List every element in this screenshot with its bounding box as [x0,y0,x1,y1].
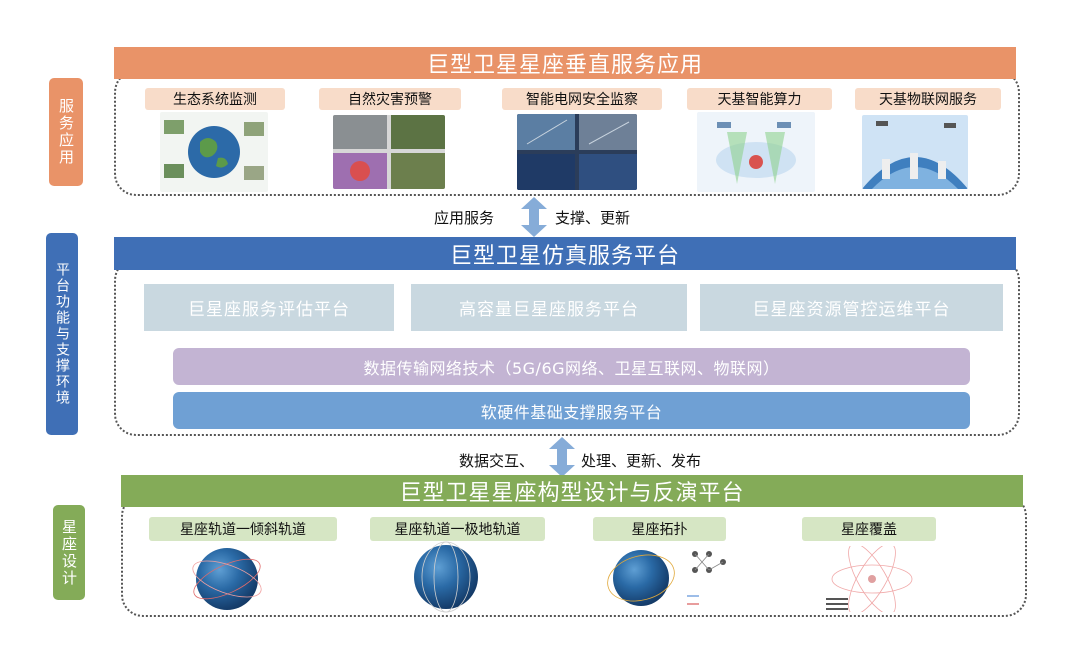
service-band: 巨型卫星星座垂直服务应用 [114,47,1016,79]
side-tag-service: 服务应用 [49,78,83,186]
design-band-title: 巨型卫星星座构型设计与反演平台 [399,481,745,506]
platform-high-capacity: 高容量巨星座服务平台 [411,284,687,331]
topology-globe [613,550,669,606]
app-chip-label: 天基物联网服务 [879,92,977,108]
app-chip-ecosystem: 生态系统监测 [145,88,285,110]
app-chip-iot: 天基物联网服务 [855,88,1001,110]
app-chip-label: 自然灾害预警 [348,92,432,108]
connector-bottom-left-label: 数据交互、 [459,452,535,470]
design-chip-inclined: 星座轨道一倾斜轨道 [149,517,337,541]
computing-image [697,112,815,192]
coverage-diagram [826,546,913,612]
app-chip-label: 天基智能算力 [717,92,802,108]
inclined-orbit-lines [192,558,262,600]
design-chip-label: 星座覆盖 [841,522,897,538]
polar-orbit-lines [421,541,471,613]
connector-top-left-label: 应用服务 [434,209,495,227]
platform-band-title: 巨型卫星仿真服务平台 [449,243,680,269]
grid-image [517,114,637,190]
inclined-orbit-globe [196,548,258,610]
design-chip-topology: 星座拓扑 [593,517,726,541]
platform-resource-ops-label: 巨星座资源管控运维平台 [752,300,951,320]
network-layer-label: 数据传输网络技术（5G/6G网络、卫星互联网、物联网） [363,358,780,378]
connector-top-right-label: 支撑、更新 [555,209,631,227]
side-tag-platform: 平台功能与支撑环境 [46,233,78,435]
polar-orbit-globe [414,545,478,609]
app-chip-label: 生态系统监测 [173,92,257,108]
double-arrow-icon [549,437,575,477]
platform-evaluation-label: 巨星座服务评估平台 [188,300,350,320]
ecosystem-image [160,112,268,192]
support-layer-label: 软硬件基础支撑服务平台 [480,402,663,422]
app-chip-disaster: 自然灾害预警 [319,88,461,110]
side-tag-service-label: 服务应用 [57,98,75,166]
design-chip-label: 星座轨道一倾斜轨道 [180,522,306,538]
platform-band: 巨型卫星仿真服务平台 [114,237,1016,270]
side-tag-design: 星座设计 [53,505,85,600]
double-arrow-icon [521,197,547,237]
platform-high-capacity-label: 高容量巨星座服务平台 [459,300,639,320]
app-chip-label: 智能电网安全监察 [526,92,638,108]
service-band-title: 巨型卫星星座垂直服务应用 [426,53,703,78]
design-chip-label: 星座轨道一极地轨道 [394,522,521,538]
topology-diagram [607,551,726,605]
side-tag-platform-label: 平台功能与支撑环境 [54,262,70,406]
design-chip-polar: 星座轨道一极地轨道 [370,517,545,541]
platform-evaluation: 巨星座服务评估平台 [144,284,394,331]
side-tag-design-label: 星座设计 [60,518,78,587]
design-band: 巨型卫星星座构型设计与反演平台 [121,475,1023,507]
iot-image [862,115,968,189]
app-chip-grid: 智能电网安全监察 [502,88,662,110]
app-chip-computing: 天基智能算力 [687,88,832,110]
support-layer: 软硬件基础支撑服务平台 [173,392,970,429]
connector-bottom-right-label: 处理、更新、发布 [581,452,702,470]
disaster-image [333,115,445,189]
network-layer: 数据传输网络技术（5G/6G网络、卫星互联网、物联网） [173,348,970,385]
platform-resource-ops: 巨星座资源管控运维平台 [700,284,1003,331]
design-chip-coverage: 星座覆盖 [802,517,936,541]
design-chip-label: 星座拓扑 [631,522,688,538]
